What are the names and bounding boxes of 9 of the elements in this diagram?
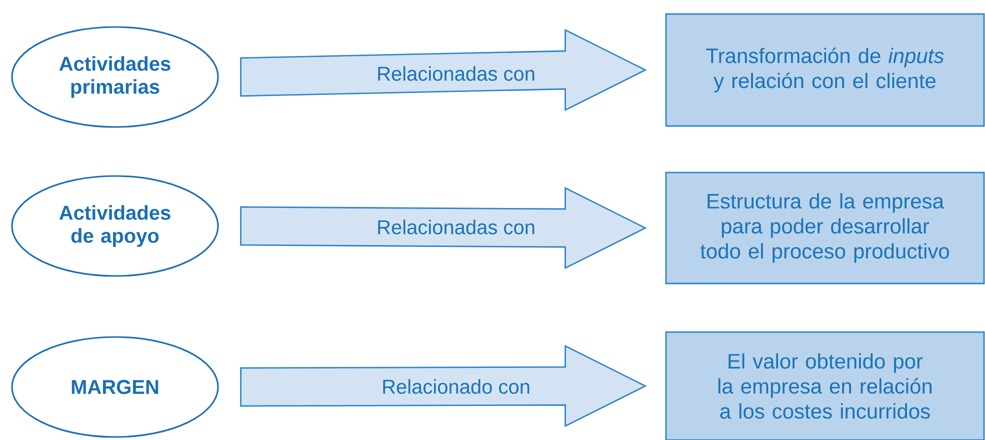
block-arrow	[240, 186, 647, 270]
description-box: Transformación de inputs y relación con el cliente	[665, 13, 985, 127]
edge-label: Relacionadas con	[378, 66, 534, 81]
block-arrow	[240, 344, 647, 428]
block-arrow	[240, 28, 647, 112]
description-box: El valor obtenido por la empresa en relación a los costes incurridos	[665, 331, 985, 440]
description-box: Estructura de la empresa para poder desarrollar todo el proceso productivo	[665, 172, 985, 284]
edge-label: Relacionado con	[383, 379, 530, 394]
edge-label: Relacionadas con	[378, 220, 534, 234]
